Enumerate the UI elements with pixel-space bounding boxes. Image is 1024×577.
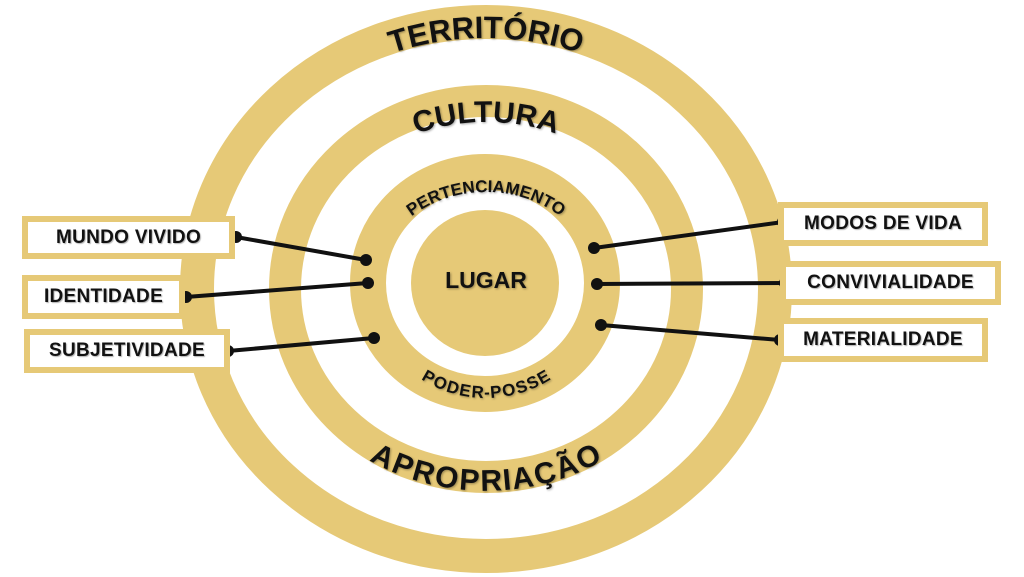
label-text: MATERIALIDADE <box>803 329 963 350</box>
connectors <box>185 220 786 353</box>
connector-line <box>235 235 367 262</box>
dot <box>362 277 374 289</box>
label-box-convivialidade: CONVIVIALIDADE <box>780 261 1001 305</box>
label-box-mundo-vivido: MUNDO VIVIDO <box>22 216 235 259</box>
dot <box>368 332 380 344</box>
center-lugar-circle <box>411 210 559 356</box>
dot <box>591 278 603 290</box>
label-text: MODOS DE VIDA <box>803 213 963 234</box>
dot <box>588 242 600 254</box>
connector-line <box>227 336 375 353</box>
ring-territorio <box>180 5 792 573</box>
label-box-materialidade: MATERIALIDADE <box>778 318 988 362</box>
dot <box>595 319 607 331</box>
connector-line <box>185 281 369 299</box>
label-text: MUNDO VIVIDO <box>55 226 202 248</box>
connector-line <box>600 323 781 342</box>
label-box-identidade: IDENTIDADE <box>22 275 185 319</box>
label-text: IDENTIDADE <box>43 286 164 307</box>
connector-line <box>593 220 784 250</box>
label-text: SUBJETIVIDADE <box>49 340 205 361</box>
label-box-subjetividade: SUBJETIVIDADE <box>24 329 230 373</box>
dot <box>360 254 372 266</box>
connector-line <box>596 281 786 286</box>
label-box-modos-de-vida: MODOS DE VIDA <box>778 202 988 246</box>
label-text: CONVIVIALIDADE <box>807 272 974 293</box>
label-lugar: LUGAR <box>445 267 527 293</box>
